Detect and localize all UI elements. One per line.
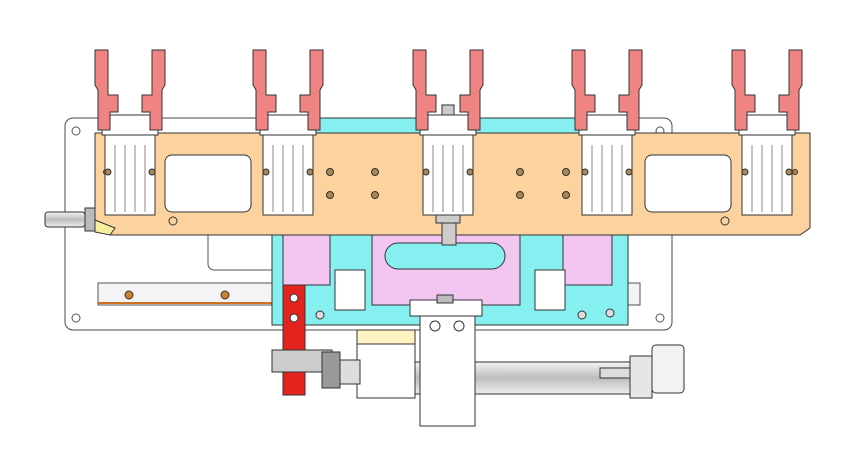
pink-slider-blocks [282,234,613,311]
gripper-screw [104,168,112,176]
gripper-body [422,134,474,216]
bar-cutout-left [164,154,252,213]
gripper [94,49,166,216]
gripper-finger [94,49,119,131]
base-plate-holes [71,126,665,323]
gripper [731,49,803,216]
gripper [412,49,484,216]
gripper-body [262,134,314,216]
cylinder-clamp-block [339,329,416,399]
gripper [252,49,324,216]
gripper-finger [412,49,437,131]
bar-cutout-right [644,154,732,213]
gripper-finger [141,49,166,131]
gripper-screw [262,168,270,176]
gripper-screw [466,168,474,176]
gripper-finger [252,49,277,131]
gripper-finger [459,49,484,131]
gripper-screw [741,168,749,176]
gripper-screw [785,168,793,176]
gripper [571,49,643,216]
guide-cylinder-block [409,294,483,427]
gripper-screw [306,168,314,176]
red-bracket [271,284,341,396]
gripper-finger [778,49,803,131]
left-fitting [44,207,116,236]
gripper-screw [625,168,633,176]
gripper-finger [618,49,643,131]
gripper-screw [148,168,156,176]
gripper-screw [581,168,589,176]
linear-rail [97,282,641,306]
gripper-finger [731,49,756,131]
gripper-screw [422,168,430,176]
gripper-body [104,134,156,216]
gripper-finger [299,49,324,131]
gripper-body [741,134,793,216]
gripper-finger [571,49,596,131]
gripper-body [581,134,633,216]
gripper-group [94,49,803,216]
